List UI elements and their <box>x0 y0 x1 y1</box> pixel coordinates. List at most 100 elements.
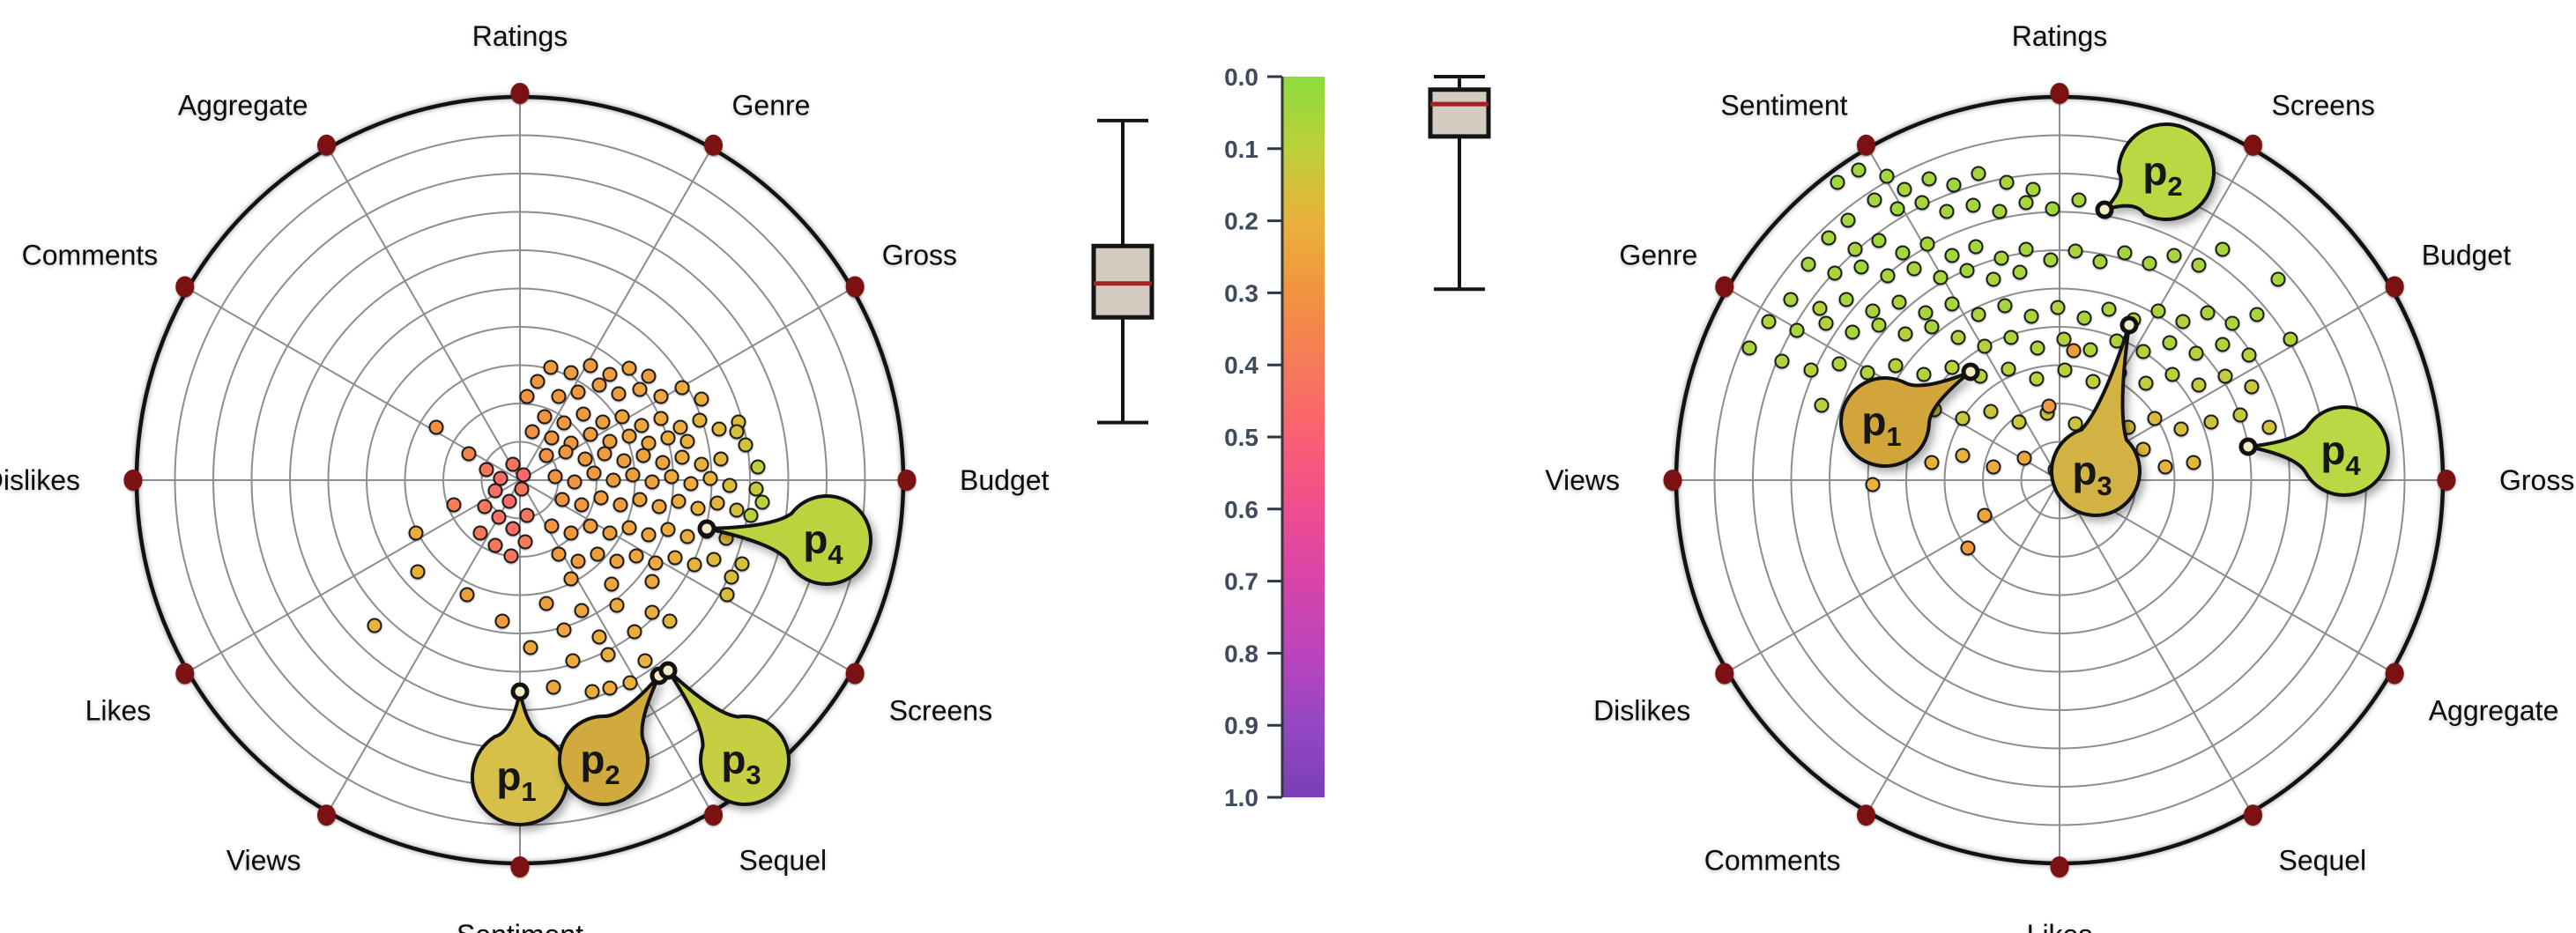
data-point[interactable] <box>570 384 586 400</box>
data-point[interactable] <box>1971 166 1986 181</box>
data-point[interactable] <box>1879 168 1895 184</box>
data-point[interactable] <box>1924 455 1940 470</box>
data-point[interactable] <box>446 497 462 513</box>
data-point[interactable] <box>2067 243 2083 259</box>
data-point[interactable] <box>2043 252 2059 268</box>
data-point[interactable] <box>583 426 598 442</box>
data-point[interactable] <box>709 495 725 511</box>
data-point[interactable] <box>591 629 607 645</box>
data-point[interactable] <box>519 389 535 404</box>
data-point[interactable] <box>1865 303 1881 319</box>
data-point[interactable] <box>644 574 660 589</box>
data-point[interactable] <box>2001 361 2016 377</box>
data-point[interactable] <box>583 518 598 534</box>
data-point[interactable] <box>653 389 669 404</box>
callout-anchor-point[interactable] <box>2095 200 2114 219</box>
axis-endpoint-dot[interactable] <box>317 804 336 826</box>
data-point[interactable] <box>687 557 702 573</box>
data-point[interactable] <box>1761 314 1777 330</box>
data-point[interactable] <box>583 358 598 374</box>
data-point[interactable] <box>671 493 687 509</box>
data-point[interactable] <box>1871 317 1887 333</box>
data-point[interactable] <box>2056 331 2072 347</box>
data-point[interactable] <box>2270 271 2286 287</box>
data-point[interactable] <box>563 365 579 381</box>
data-point[interactable] <box>2147 411 2163 426</box>
data-point[interactable] <box>632 492 648 507</box>
data-point[interactable] <box>2249 307 2265 322</box>
data-point[interactable] <box>477 499 493 515</box>
data-point[interactable] <box>1944 248 1960 263</box>
data-point[interactable] <box>544 430 560 446</box>
data-point[interactable] <box>2191 257 2207 273</box>
data-point[interactable] <box>503 548 519 564</box>
callout-p1[interactable]: p1 <box>471 682 569 827</box>
data-point[interactable] <box>1997 298 2013 314</box>
data-point[interactable] <box>632 381 648 397</box>
data-point[interactable] <box>692 412 708 428</box>
axis-endpoint-dot[interactable] <box>2437 470 2456 491</box>
data-point[interactable] <box>702 470 718 486</box>
data-point[interactable] <box>491 509 507 525</box>
data-point[interactable] <box>2173 421 2189 437</box>
data-point[interactable] <box>367 618 382 633</box>
data-point[interactable] <box>551 546 567 562</box>
data-point[interactable] <box>1906 261 1922 277</box>
data-point[interactable] <box>611 386 627 402</box>
data-point[interactable] <box>1774 353 1790 369</box>
data-point[interactable] <box>537 409 553 425</box>
data-point[interactable] <box>1986 459 2001 475</box>
data-point[interactable] <box>738 437 753 453</box>
axis-endpoint-dot[interactable] <box>1857 134 1875 156</box>
data-point[interactable] <box>1845 324 1860 340</box>
data-point[interactable] <box>2011 414 2027 430</box>
data-point[interactable] <box>1944 359 1960 375</box>
data-point[interactable] <box>1865 477 1881 492</box>
data-point[interactable] <box>621 360 637 376</box>
data-point[interactable] <box>1992 204 2008 219</box>
data-point[interactable] <box>517 534 533 550</box>
data-point[interactable] <box>724 569 739 585</box>
data-point[interactable] <box>660 430 676 446</box>
data-point[interactable] <box>2092 254 2108 270</box>
data-point[interactable] <box>600 647 616 663</box>
data-point[interactable] <box>546 679 561 695</box>
data-point[interactable] <box>519 507 535 523</box>
data-point[interactable] <box>514 481 530 497</box>
data-point[interactable] <box>609 597 625 613</box>
data-point[interactable] <box>2003 330 2019 345</box>
data-point[interactable] <box>584 684 600 700</box>
data-point[interactable] <box>602 680 618 696</box>
callout-anchor-point[interactable] <box>697 519 716 538</box>
data-point[interactable] <box>2066 343 2082 359</box>
data-point[interactable] <box>461 446 477 462</box>
data-point[interactable] <box>2150 303 2166 319</box>
data-point[interactable] <box>664 469 679 485</box>
data-point[interactable] <box>505 521 521 537</box>
data-point[interactable] <box>2018 195 2034 211</box>
data-point[interactable] <box>641 435 657 451</box>
axis-endpoint-dot[interactable] <box>845 663 865 685</box>
data-point[interactable] <box>543 359 559 375</box>
data-point[interactable] <box>1971 307 1986 322</box>
data-point[interactable] <box>487 483 503 499</box>
data-point[interactable] <box>2082 342 2098 358</box>
data-point[interactable] <box>719 587 735 603</box>
data-point[interactable] <box>1741 340 1757 356</box>
data-point[interactable] <box>1818 315 1834 331</box>
data-point[interactable] <box>2025 181 2041 197</box>
data-point[interactable] <box>567 474 583 490</box>
callout-anchor-point[interactable] <box>2119 315 2139 335</box>
data-point[interactable] <box>563 571 579 587</box>
data-point[interactable] <box>729 502 745 518</box>
data-point[interactable] <box>577 451 593 467</box>
data-point[interactable] <box>690 500 706 516</box>
axis-endpoint-dot[interactable] <box>2244 804 2262 826</box>
data-point[interactable] <box>1955 411 1971 426</box>
data-point[interactable] <box>694 456 709 472</box>
axis-endpoint-dot[interactable] <box>704 804 723 826</box>
data-point[interactable] <box>660 522 676 537</box>
data-point[interactable] <box>590 546 605 562</box>
data-point[interactable] <box>1880 268 1896 284</box>
axis-endpoint-dot[interactable] <box>1857 804 1875 826</box>
